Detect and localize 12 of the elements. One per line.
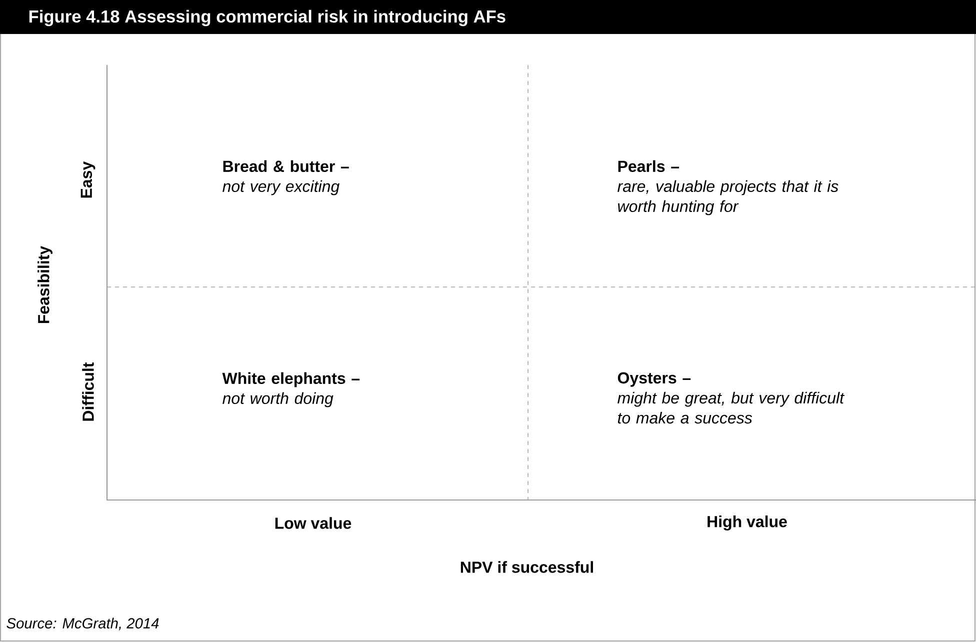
axis-tick-label: Low value: [275, 517, 352, 529]
quadrant-text: Bread & butter – not very exciting: [222, 160, 349, 196]
axis-tick-label: Difficult: [82, 362, 94, 421]
axis-tick-label: High value: [708, 516, 787, 530]
quadrant-text: Oysters – might be great, but very difficult to make a success: [618, 372, 845, 424]
axis-title: NPV if successful: [460, 561, 593, 573]
quadrant-text: White elephants – not worth doing: [222, 372, 360, 408]
axis-tick-label: Easy: [80, 161, 96, 198]
title: Figure 4.18 Assessing commercial risk in introducing AFs: [29, 10, 506, 26]
quadrant-text: Pearls – rare, valuable projects that it is worth hunting for: [618, 160, 838, 216]
source-note: Source: McGrath, 2014: [6, 618, 159, 630]
axis-title: Feasibility: [38, 246, 52, 324]
